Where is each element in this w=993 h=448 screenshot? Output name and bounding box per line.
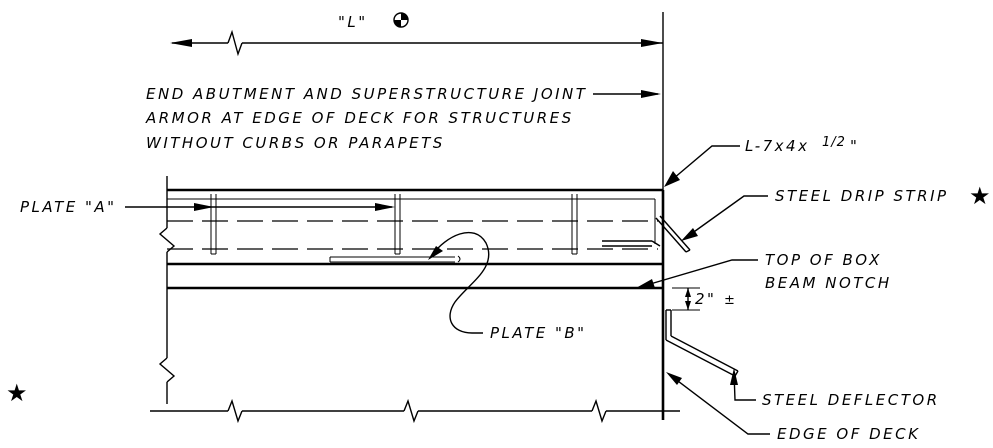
angle-label-tail: " (850, 137, 859, 155)
angle-fraction: 1/2 (822, 135, 846, 150)
centerline-symbol-icon (393, 12, 409, 28)
deck-section (167, 188, 663, 290)
dimension-arrow-right (641, 39, 663, 47)
plate-a-callout: PLATE "A" (20, 198, 395, 216)
angle-label: L-7x4x (745, 137, 809, 155)
title-note: END ABUTMENT AND SUPERSTRUCTURE JOINT AR… (145, 85, 661, 152)
plate-b-bar (329, 255, 461, 263)
dimension-arrow-left (170, 39, 192, 47)
dimension-label: "L" (338, 13, 368, 31)
bottom-break-line (150, 398, 680, 424)
star-icon: ★ (969, 182, 991, 210)
top-notch-label-line-2: BEAM NOTCH (765, 274, 892, 292)
plate-b-callout: PLATE "B" (428, 231, 587, 342)
plate-a-studs (210, 194, 578, 255)
title-note-line-1: END ABUTMENT AND SUPERSTRUCTURE JOINT (146, 85, 587, 103)
drip-strip (602, 215, 691, 253)
deflector-callout: STEEL DEFLECTOR (730, 368, 940, 409)
plate-b-label: PLATE "B" (490, 324, 587, 342)
title-note-line-2: ARMOR AT EDGE OF DECK FOR STRUCTURES (145, 109, 574, 127)
dimension-L: "L" (170, 12, 663, 57)
title-note-line-3: WITHOUT CURBS OR PARAPETS (146, 134, 445, 152)
drip-strip-label: STEEL DRIP STRIP (775, 187, 949, 205)
gap-tolerance: ± (724, 293, 736, 308)
angle-callout: L-7x4x 1/2 " (664, 135, 859, 187)
steel-deflector (665, 309, 739, 377)
gap-dimension: 2" ± (672, 287, 736, 311)
edge-of-deck-label: EDGE OF DECK (777, 425, 920, 443)
left-break-line (158, 176, 176, 404)
edge-of-deck-callout: EDGE OF DECK (666, 372, 920, 443)
top-notch-label-line-1: TOP OF BOX (765, 251, 882, 269)
gap-label: 2" (695, 290, 716, 308)
drip-strip-callout: STEEL DRIP STRIP ★ (681, 182, 991, 241)
plate-a-label: PLATE "A" (20, 198, 117, 216)
top-of-notch-callout: TOP OF BOX BEAM NOTCH (636, 251, 892, 292)
star-icon: ★ (6, 379, 28, 407)
deflector-label: STEEL DEFLECTOR (762, 391, 940, 409)
